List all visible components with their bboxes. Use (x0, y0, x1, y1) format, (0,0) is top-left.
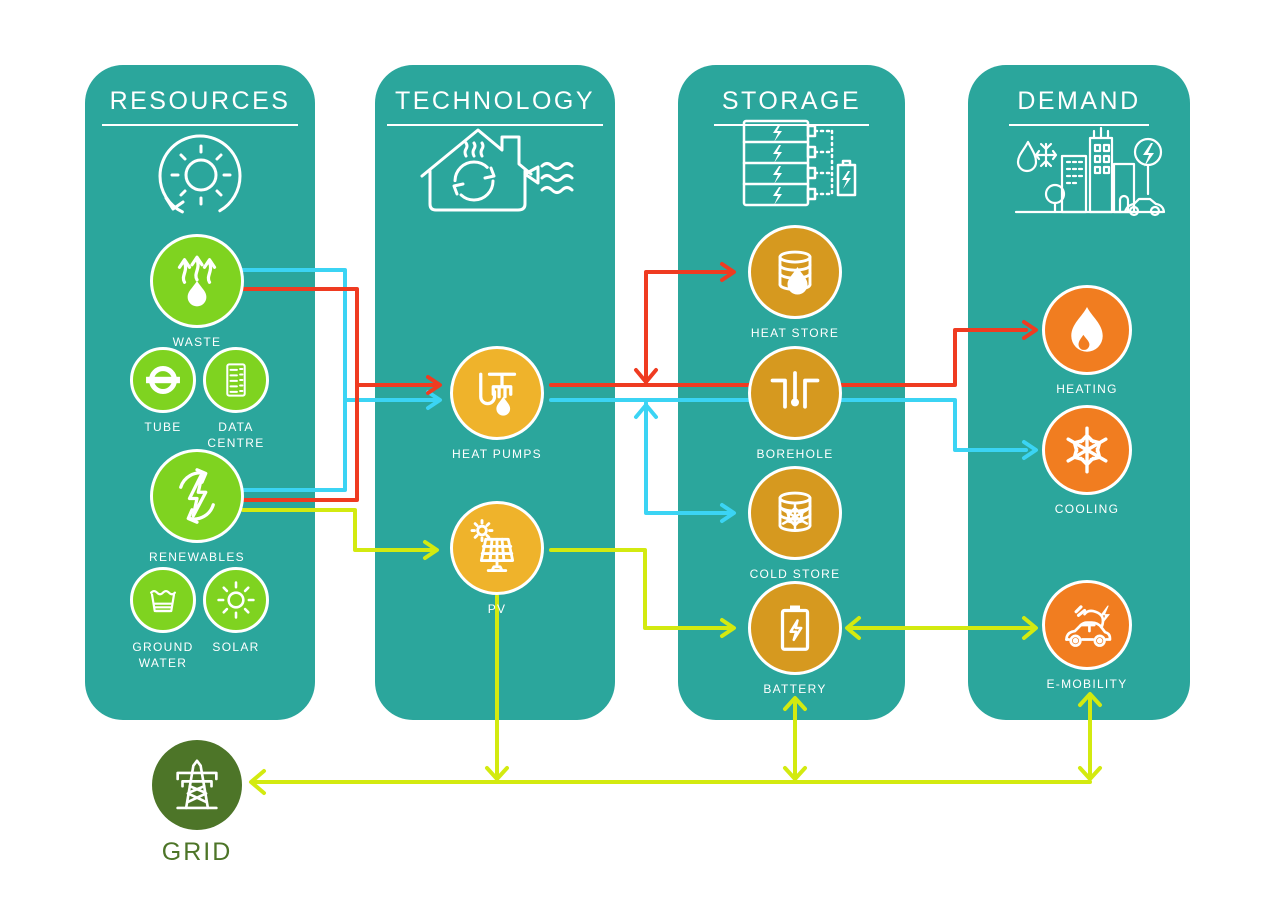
node-solar: SOLAR (196, 567, 276, 655)
data-centre-label: DATA CENTRE (207, 420, 265, 451)
cooling-flow-arrows (241, 268, 1038, 523)
cold-store-icon (748, 466, 842, 560)
borehole-icon (748, 346, 842, 440)
e-mobility-label: E-MOBILITY (1046, 677, 1128, 691)
ground-water-label: GROUND WATER (132, 640, 194, 671)
waste-label: WASTE (172, 335, 222, 349)
node-cooling: COOLING (1032, 405, 1142, 517)
node-waste: WASTE (142, 234, 252, 350)
node-heat-store: HEAT STORE (740, 225, 850, 341)
heat-store-icon (748, 225, 842, 319)
demand-title: DEMAND (968, 87, 1190, 126)
battery-label: BATTERY (763, 682, 827, 696)
column-resources: RESOURCES (85, 65, 315, 720)
node-ground-water: GROUND WATER (123, 567, 203, 671)
grid-label: GRID (161, 838, 233, 866)
pv-icon (450, 501, 544, 595)
pv-label: PV (487, 602, 507, 616)
heating-label: HEATING (1056, 382, 1118, 396)
pylon-icon (152, 740, 242, 830)
tube-icon (130, 347, 196, 413)
node-borehole: BOREHOLE (740, 346, 850, 462)
node-grid: GRID (142, 740, 252, 867)
electricity-flow-arrows (241, 508, 1102, 795)
heat-pumps-label: HEAT PUMPS (452, 447, 542, 461)
node-e-mobility: E-MOBILITY (1032, 580, 1142, 692)
battery-bank-icon (722, 113, 867, 230)
waste-icon (150, 234, 244, 328)
resources-title: RESOURCES (85, 87, 315, 126)
borehole-label: BOREHOLE (756, 447, 834, 461)
data-centre-icon (203, 347, 269, 413)
heat-store-label: HEAT STORE (750, 326, 840, 340)
cooling-icon (1042, 405, 1132, 495)
cold-store-label: COLD STORE (749, 567, 841, 581)
node-cold-store: COLD STORE (740, 466, 850, 582)
solar-label: SOLAR (212, 640, 260, 654)
node-battery: BATTERY (740, 581, 850, 697)
ground-water-icon (130, 567, 196, 633)
node-data-centre: DATA CENTRE (196, 347, 276, 451)
node-heating: HEATING (1032, 285, 1142, 397)
tube-label: TUBE (144, 420, 182, 434)
heat-flow-arrows (241, 262, 1038, 502)
heat-pumps-icon (450, 346, 544, 440)
heating-icon (1042, 285, 1132, 375)
city-demand-icon (1008, 122, 1168, 227)
technology-title: TECHNOLOGY (375, 87, 615, 126)
renewable-cycle-icon (140, 118, 260, 235)
node-heat-pumps: HEAT PUMPS (442, 346, 552, 462)
node-renewables: RENEWABLES (142, 449, 252, 565)
node-tube: TUBE (123, 347, 203, 435)
cooling-label: COOLING (1054, 502, 1120, 516)
renewables-label: RENEWABLES (149, 550, 245, 564)
heat-recovery-house-icon (398, 118, 593, 233)
node-pv: PV (442, 501, 552, 617)
renewables-icon (150, 449, 244, 543)
storage-title: STORAGE (678, 87, 905, 126)
solar-icon (203, 567, 269, 633)
battery-icon (748, 581, 842, 675)
e-mobility-icon (1042, 580, 1132, 670)
